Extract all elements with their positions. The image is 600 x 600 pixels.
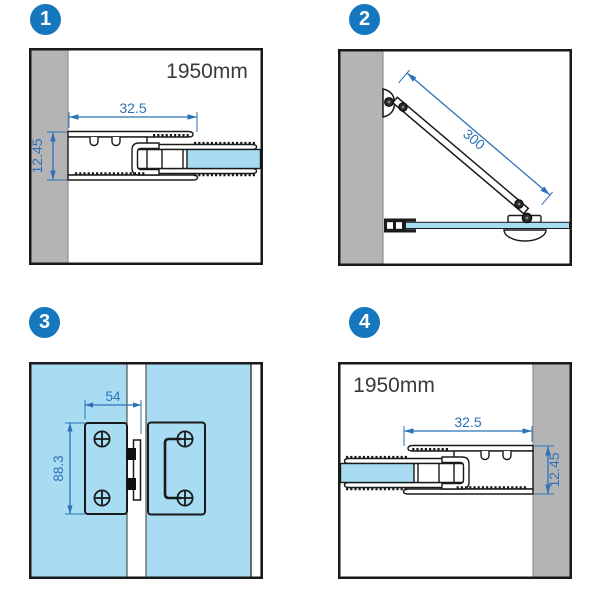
support-bar-drawing xyxy=(382,88,530,215)
glass-panel xyxy=(339,462,415,484)
panel-height-label: 1950mm xyxy=(353,374,435,397)
hinge-drawing xyxy=(84,421,206,516)
screw-left-bottom xyxy=(93,489,111,507)
panel-frame xyxy=(29,362,263,579)
hinge-left-plate xyxy=(84,422,128,515)
panel-frame xyxy=(338,49,572,266)
step-3-badge: 3 xyxy=(29,307,60,338)
hinge-knuckle-bar xyxy=(132,439,142,501)
hinge-pivot-block-top xyxy=(126,448,136,460)
thickness-dim-label: 12.45 xyxy=(29,138,45,173)
panel-3-hinge-section: 54 88.3 xyxy=(29,362,263,584)
dimension-thickness xyxy=(47,131,67,181)
screw-left-top xyxy=(93,430,111,448)
panel-4-drawing: 1950mm 32.5 12.45 xyxy=(338,362,572,579)
panel-3-drawing: 54 88.3 xyxy=(29,362,263,579)
panel-1-wall-profile-section: 1950mm 32.5 12.45 xyxy=(29,48,263,270)
pivot-screw-highlight xyxy=(525,216,529,220)
dimension-hinge-height xyxy=(65,422,85,515)
bar-length-dim-label: 300 xyxy=(460,126,488,153)
step-2-badge: 2 xyxy=(349,4,380,35)
support-bar xyxy=(391,96,530,215)
wall-profile-drawing xyxy=(67,130,258,181)
dimension-width xyxy=(403,426,533,446)
panel-2-drawing: 300 xyxy=(338,49,572,266)
wall-channel-piece xyxy=(384,218,416,233)
wall-section xyxy=(31,50,69,263)
glass-panel xyxy=(399,221,570,230)
glass-panel xyxy=(186,148,262,170)
dimension-bar-length xyxy=(398,69,553,206)
panel-4-wall-profile-section: 1950mm 32.5 12.45 xyxy=(338,362,572,584)
hinge-right-plate xyxy=(147,421,206,516)
width-dim-label: 32.5 xyxy=(454,414,481,430)
step-4-badge: 4 xyxy=(349,307,380,338)
mirrored-profile-geometry xyxy=(339,364,570,577)
panel-frame xyxy=(29,48,263,265)
screw-right-top xyxy=(176,430,194,448)
hinge-u-bracket xyxy=(163,437,181,500)
dimension-width xyxy=(68,112,198,132)
panel-1-drawing: 1950mm 32.5 12.45 xyxy=(29,48,263,265)
screw-right-bottom xyxy=(176,489,194,507)
panel-frame xyxy=(338,362,572,579)
dimension-hinge-width xyxy=(84,400,142,434)
step-1-badge: 1 xyxy=(30,4,61,35)
panel-height-label: 1950mm xyxy=(166,60,248,83)
hinge-height-dim-label: 88.3 xyxy=(51,455,66,481)
width-dim-label: 32.5 xyxy=(119,100,146,116)
wall-section xyxy=(340,51,384,264)
hinge-pivot-block-bottom xyxy=(126,478,136,490)
seal-serrations xyxy=(75,134,255,177)
wall-section xyxy=(532,364,570,577)
seal-serrations xyxy=(346,448,526,491)
thickness-dim-label: 12.45 xyxy=(546,452,562,487)
panel-2-support-bar-section: 300 xyxy=(338,49,572,271)
dimension-thickness xyxy=(534,445,554,495)
hinge-width-dim-label: 54 xyxy=(105,389,121,404)
